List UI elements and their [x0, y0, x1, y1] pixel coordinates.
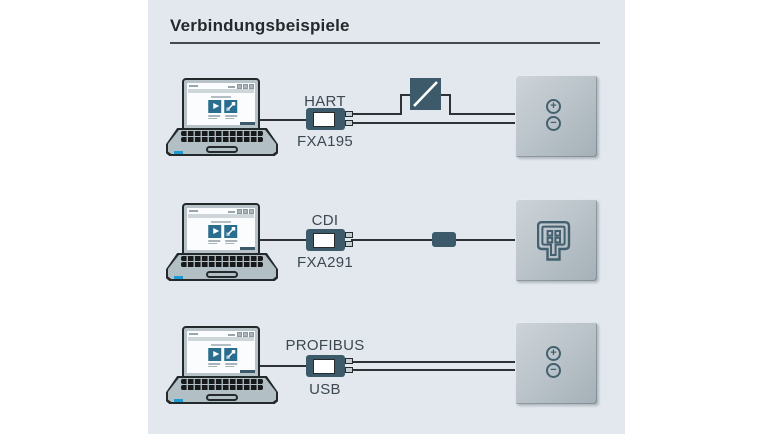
- taskbar-strip: [240, 122, 255, 125]
- window-controls-icons: [228, 332, 254, 337]
- browser-toolbar: [188, 214, 254, 218]
- trackpad: [206, 394, 238, 401]
- field-device-cdi: [515, 199, 597, 281]
- software-tile: [224, 348, 238, 361]
- keyboard-keys: [181, 131, 263, 136]
- modem-pin: [345, 120, 353, 126]
- modem-window: [313, 112, 335, 127]
- software-tile: [224, 225, 238, 238]
- cdi-service-socket-icon: [537, 221, 571, 261]
- remote-connect-icon: [226, 102, 236, 111]
- minus-terminal-icon: −: [546, 116, 561, 131]
- browser-toolbar: [188, 89, 254, 93]
- trackpad: [206, 271, 238, 278]
- tile-caption: [225, 240, 238, 244]
- field-device-hart: + −: [515, 75, 597, 157]
- browser-toolbar: [188, 337, 254, 341]
- inline-connector: [432, 232, 456, 247]
- tile-caption: [208, 115, 221, 119]
- laptop-base: [166, 376, 278, 404]
- laptop-display: [187, 83, 255, 125]
- laptop-base: [166, 128, 278, 156]
- page-heading-text: [211, 221, 231, 223]
- laptop-screen: [182, 78, 260, 130]
- tile-caption: [225, 363, 238, 367]
- modem-pin: [345, 232, 353, 238]
- window-controls-icons: [228, 209, 254, 214]
- window-controls-icons: [228, 84, 254, 89]
- profibus-protocol-label: PROFIBUS: [285, 337, 365, 354]
- keyboard-keys: [181, 137, 263, 142]
- remote-connect-icon: [226, 350, 236, 359]
- modem-pin: [345, 241, 353, 247]
- browser-tab-text: [189, 85, 198, 87]
- taskbar-strip: [240, 370, 255, 373]
- title-underline: [170, 42, 600, 44]
- page-heading-text: [211, 344, 231, 346]
- trackpad: [206, 146, 238, 153]
- keyboard-keys: [181, 379, 263, 384]
- laptop-base: [166, 253, 278, 281]
- tile-caption: [208, 363, 221, 367]
- browser-tab-text: [189, 333, 198, 335]
- software-tile: [208, 348, 222, 361]
- minus-terminal-icon: −: [546, 363, 561, 378]
- laptop-display: [187, 331, 255, 373]
- hart-modem-label: FXA195: [297, 133, 353, 150]
- brand-accent-mark: [174, 399, 183, 402]
- brand-accent-mark: [174, 276, 183, 279]
- remote-connect-icon: [226, 227, 236, 236]
- isolating-barrier-icon: [410, 78, 441, 110]
- page-heading-text: [211, 96, 231, 98]
- hart-protocol-label: HART: [304, 93, 346, 110]
- play-icon: [212, 103, 219, 109]
- software-tile: [224, 100, 238, 113]
- field-device-profibus: + −: [515, 322, 597, 404]
- hart-modem-fxa195: [306, 108, 353, 130]
- laptop-screen: [182, 203, 260, 255]
- taskbar-strip: [240, 247, 255, 250]
- play-icon: [212, 228, 219, 234]
- browser-tab-text: [189, 210, 198, 212]
- software-tile: [208, 225, 222, 238]
- play-icon: [212, 351, 219, 357]
- software-tile: [208, 100, 222, 113]
- modem-pin: [345, 367, 353, 373]
- tile-caption: [208, 240, 221, 244]
- profibus-usb-modem: [306, 355, 353, 377]
- laptop-cdi: [166, 203, 278, 281]
- plus-terminal-icon: +: [546, 99, 561, 114]
- laptop-display: [187, 208, 255, 250]
- keyboard-keys: [181, 385, 263, 390]
- brand-accent-mark: [174, 151, 183, 154]
- laptop-screen: [182, 326, 260, 378]
- cdi-modem-label: FXA291: [297, 254, 353, 271]
- modem-window: [313, 359, 335, 374]
- cdi-modem-fxa291: [306, 229, 353, 251]
- modem-window: [313, 233, 335, 248]
- usb-label: USB: [309, 381, 341, 398]
- keyboard-keys: [181, 262, 263, 267]
- tile-caption: [225, 115, 238, 119]
- modem-pin: [345, 111, 353, 117]
- plus-terminal-icon: +: [546, 346, 561, 361]
- cdi-protocol-label: CDI: [311, 212, 339, 229]
- laptop-profibus: [166, 326, 278, 404]
- laptop-hart: [166, 78, 278, 156]
- modem-pin: [345, 358, 353, 364]
- figure-title: Verbindungsbeispiele: [170, 16, 350, 35]
- keyboard-keys: [181, 256, 263, 261]
